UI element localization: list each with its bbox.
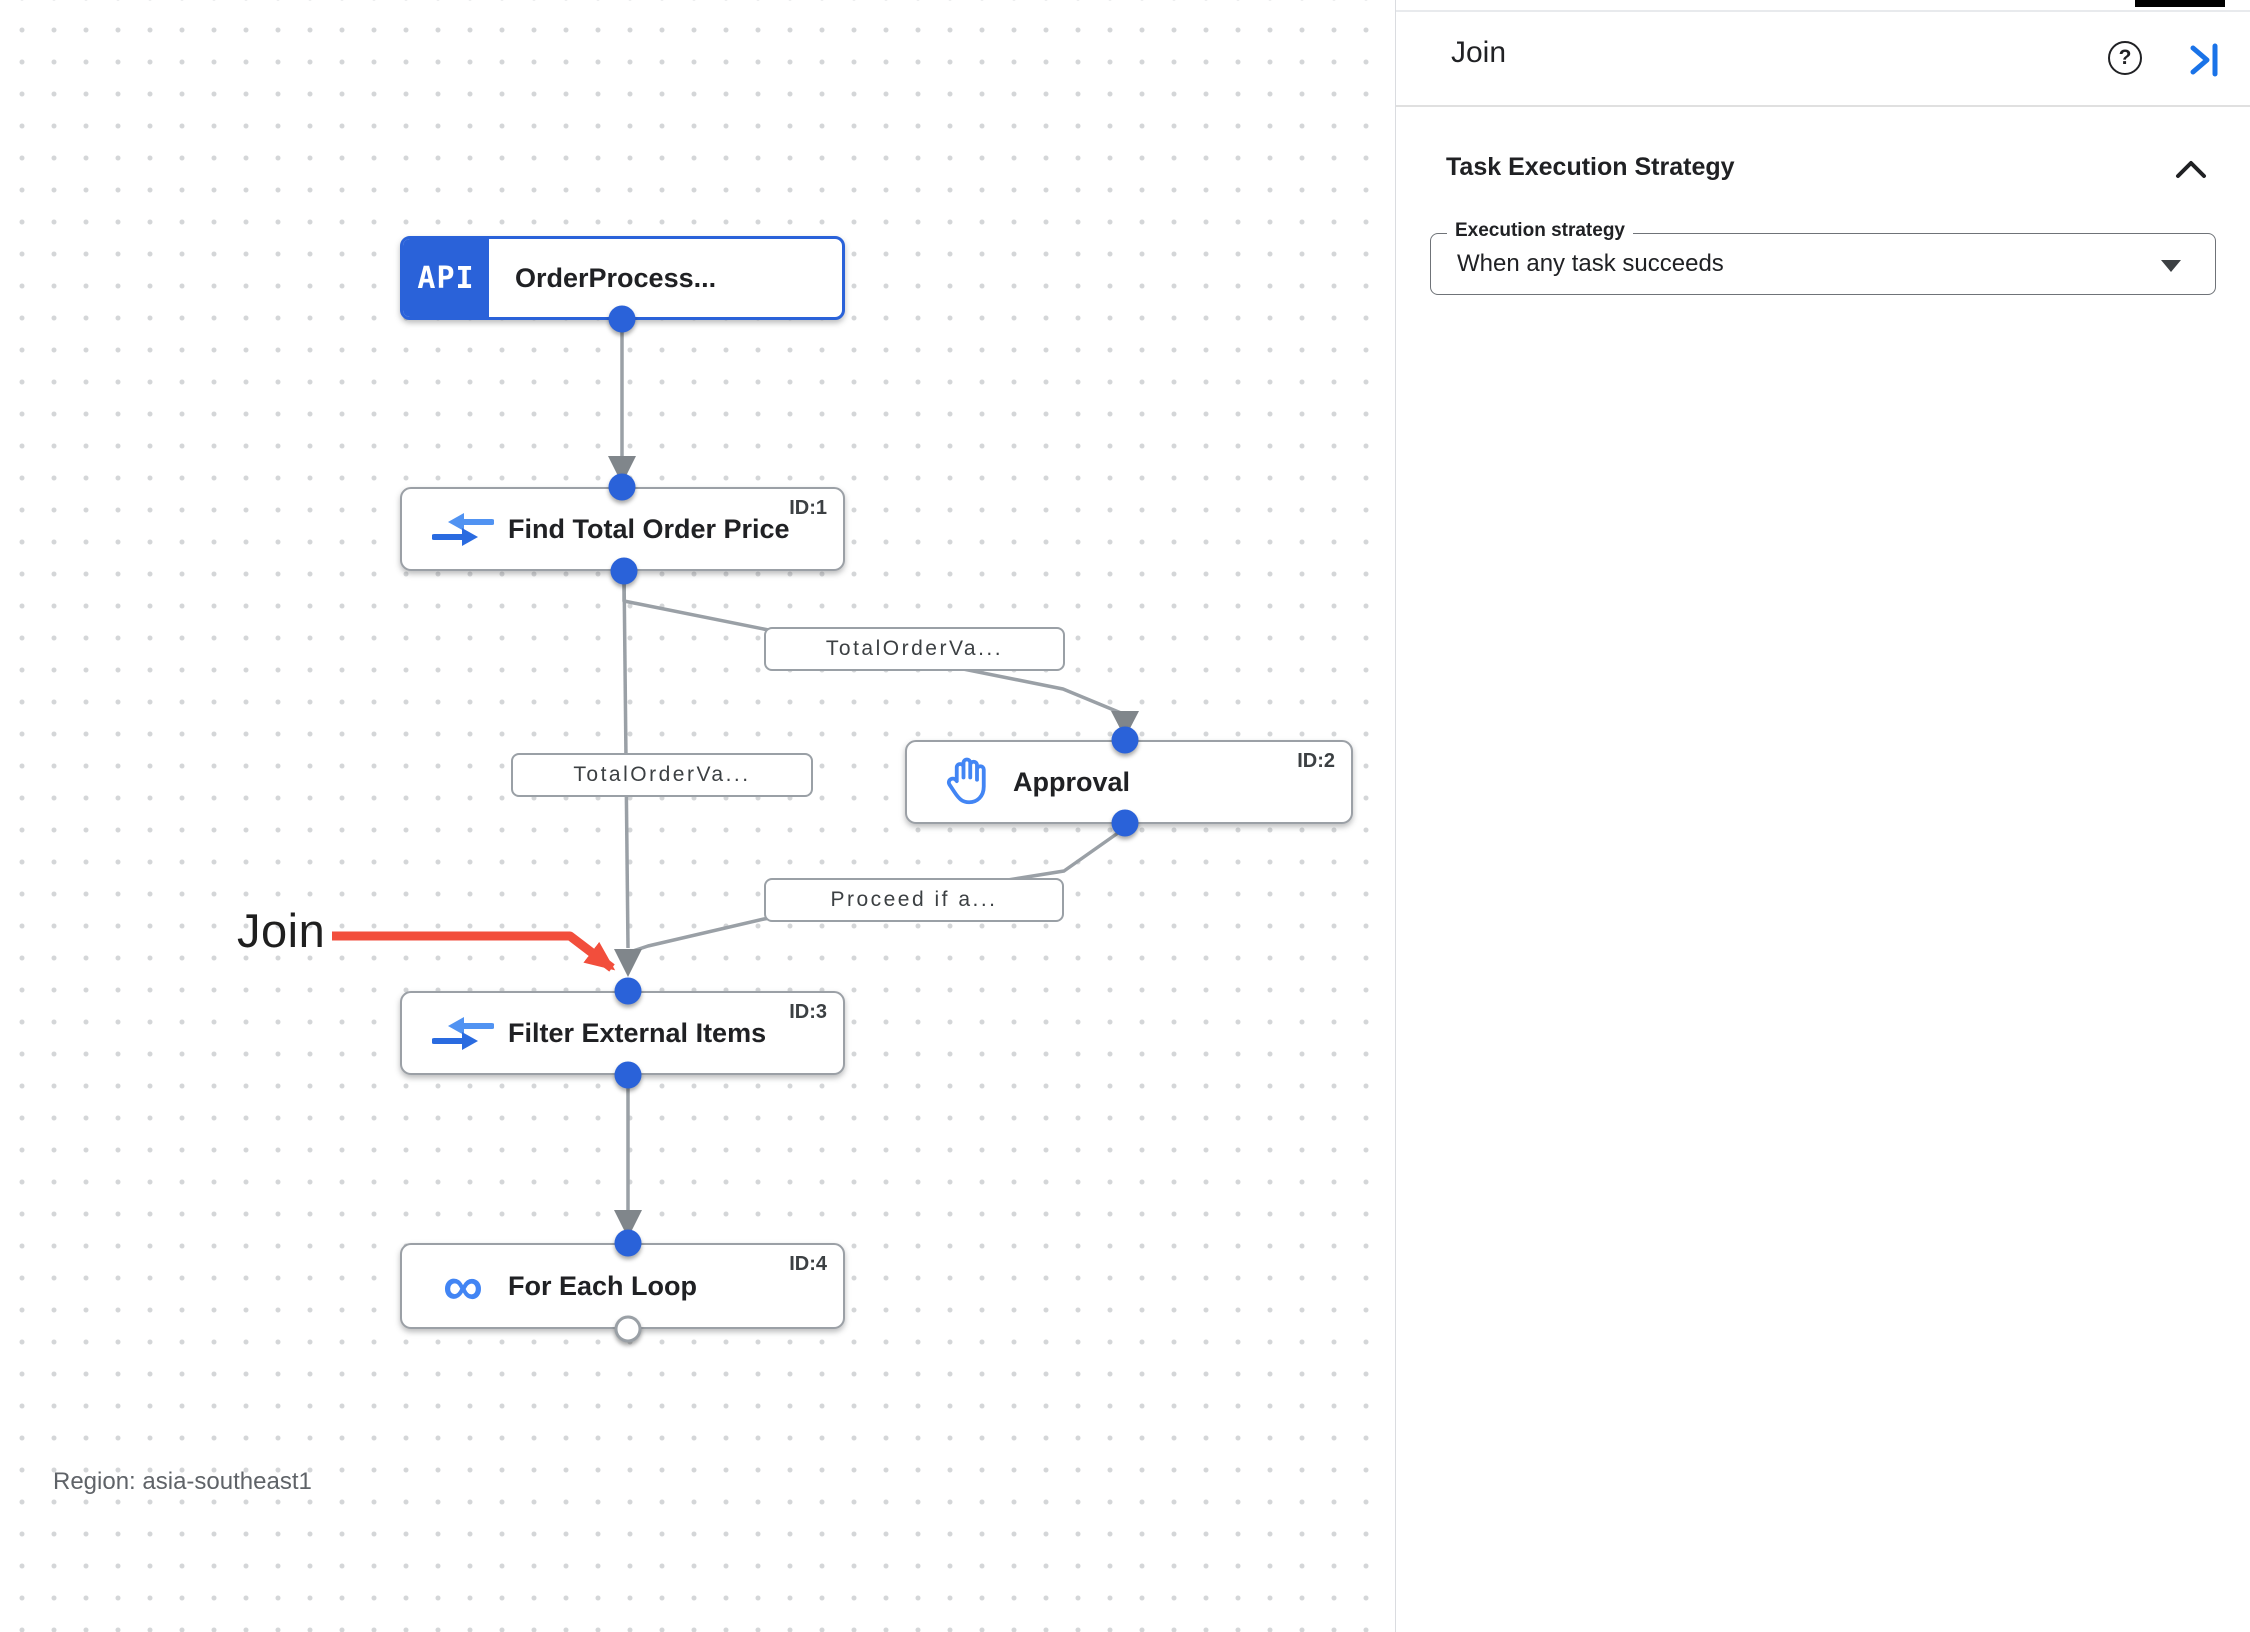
- data-mapping-icon: [430, 509, 496, 549]
- panel-title: Join: [1451, 36, 1507, 69]
- node-label: For Each Loop: [508, 1270, 697, 1301]
- node-label: Filter External Items: [508, 1017, 767, 1048]
- node-label: Find Total Order Price: [508, 513, 790, 544]
- node-id-badge: ID:4: [789, 1253, 827, 1275]
- join-annotation-arrow: [332, 931, 616, 972]
- edge-arrowheads: [608, 456, 1139, 1238]
- node-id-badge: ID:2: [1297, 750, 1335, 772]
- join-annotation-label: Join: [237, 904, 326, 957]
- port-task3-in[interactable]: [614, 977, 642, 1005]
- node-label: Approval: [1013, 766, 1131, 797]
- edge-label-totalorder-right[interactable]: TotalOrderVa...: [764, 627, 1065, 671]
- port-task1-in[interactable]: [608, 473, 636, 501]
- for-each-loop-icon: ∞: [443, 1254, 483, 1317]
- node-for-each-loop[interactable]: ∞ For Each Loop ID:4: [400, 1243, 845, 1329]
- port-task1-out[interactable]: [610, 557, 638, 585]
- chevron-up-icon[interactable]: [2174, 158, 2208, 185]
- port-approval-out[interactable]: [1111, 809, 1139, 837]
- edge-label-totalorder-left[interactable]: TotalOrderVa...: [511, 753, 813, 797]
- execution-strategy-label: Execution strategy: [1447, 220, 1633, 242]
- node-find-total-order-price[interactable]: Find Total Order Price ID:1: [400, 487, 845, 571]
- port-trigger-out[interactable]: [608, 305, 636, 333]
- port-task4-in[interactable]: [614, 1229, 642, 1257]
- workflow-canvas[interactable]: TotalOrderVa... TotalOrderVa... Proceed …: [0, 0, 1395, 1632]
- panel-header-divider: [1396, 105, 2250, 107]
- help-icon[interactable]: ?: [2108, 41, 2142, 75]
- port-task4-out-open[interactable]: [614, 1315, 642, 1343]
- port-approval-in[interactable]: [1111, 726, 1139, 754]
- node-filter-external-items[interactable]: Filter External Items ID:3: [400, 991, 845, 1075]
- top-edge-artifact: [2135, 0, 2225, 7]
- node-id-badge: ID:1: [789, 497, 827, 519]
- api-trigger-icon: API: [403, 239, 489, 317]
- node-label: OrderProcess...: [515, 262, 717, 293]
- edge-label-proceed-if[interactable]: Proceed if a...: [764, 878, 1064, 922]
- section-title: Task Execution Strategy: [1446, 153, 1735, 181]
- approval-hand-icon: [935, 755, 1001, 809]
- collapse-panel-icon[interactable]: [2185, 40, 2225, 85]
- data-mapping-icon: [430, 1013, 496, 1053]
- region-label: Region: asia-southeast1: [53, 1468, 312, 1495]
- execution-strategy-value: When any task succeeds: [1457, 250, 1724, 277]
- caret-down-icon: [2161, 260, 2181, 272]
- panel-top-divider: [1396, 10, 2250, 12]
- node-id-badge: ID:3: [789, 1001, 827, 1023]
- execution-strategy-select[interactable]: Execution strategy When any task succeed…: [1430, 220, 2216, 295]
- port-task3-out[interactable]: [614, 1061, 642, 1089]
- config-panel: Join ? Task Execution Strategy Execution…: [1395, 0, 2250, 1632]
- node-approval[interactable]: Approval ID:2: [905, 740, 1353, 824]
